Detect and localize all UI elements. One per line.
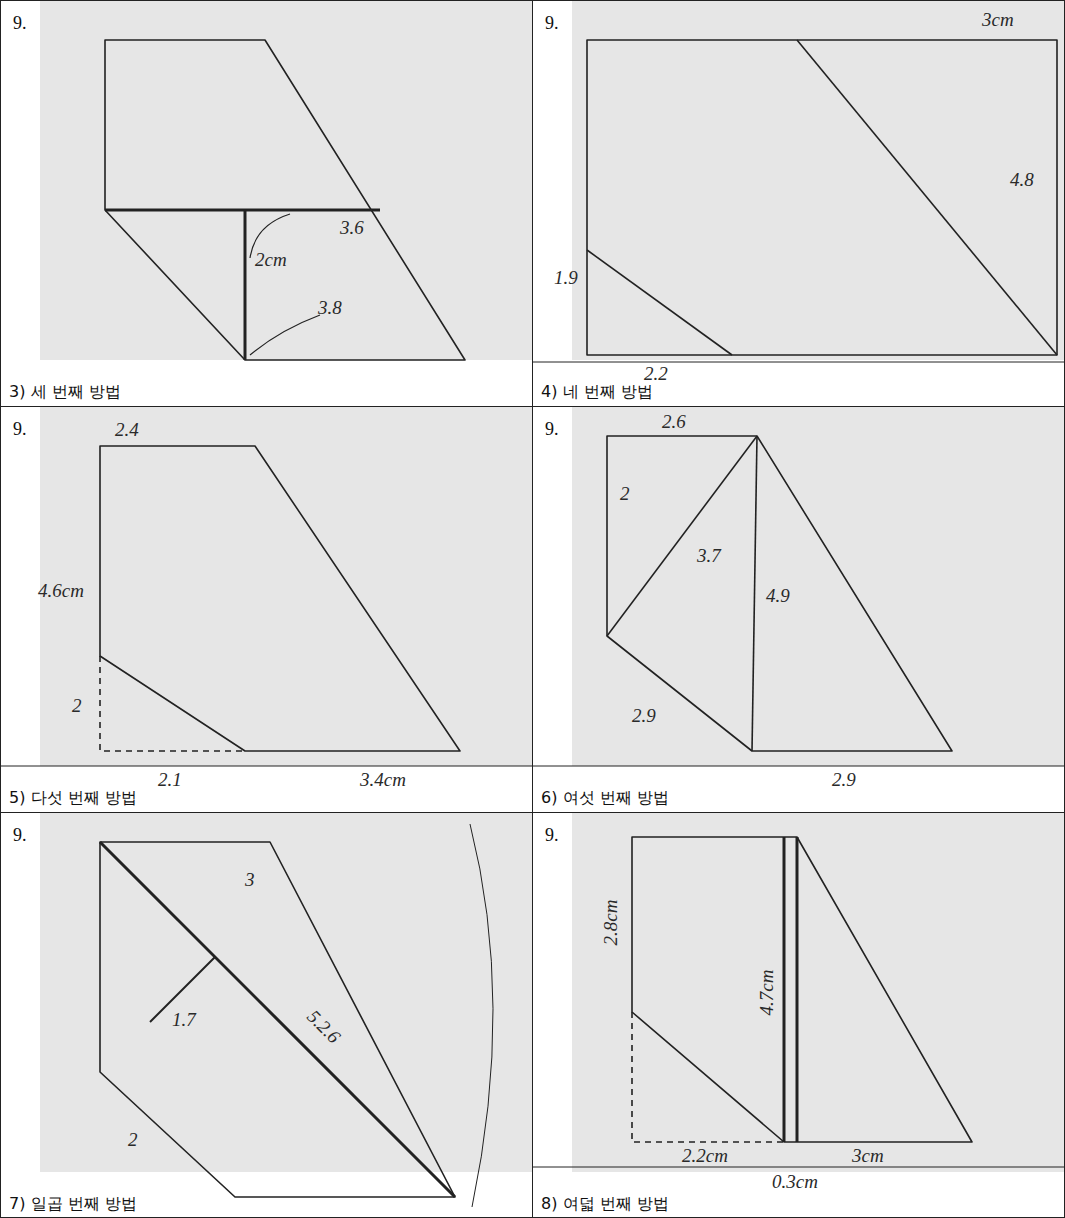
dimension-label: 4.6cm [38,581,84,600]
dimension-label: 2.1 [158,770,182,789]
dimension-label: 1.7 [172,1010,196,1029]
dimension-label: 2.9 [832,770,856,789]
dimension-label: 4.8 [1010,170,1034,189]
dimension-label: 2.4 [115,420,139,439]
dimension-label: 4.9 [766,586,790,605]
problem-number: 9. [13,825,27,846]
dimension-label: 2.8cm [601,900,620,946]
dimension-label: 2 [128,1130,138,1149]
problem-number: 9. [13,419,27,440]
dimension-label: 3.7 [697,546,721,565]
dimension-label: 5.2.6 [304,1006,344,1046]
problem-number: 9. [545,419,559,440]
method-panel: 9. 8) 여덟 번째 방법 [532,812,1065,1218]
dimension-label: 2.2 [644,364,668,383]
problem-number: 9. [13,13,27,34]
problem-number: 9. [545,13,559,34]
method-caption: 7) 일곱 번째 방법 [9,1195,137,1213]
method-caption: 4) 네 번째 방법 [541,383,653,401]
problem-number: 9. [545,825,559,846]
method-panel: 9. 6) 여섯 번째 방법 [532,406,1065,813]
method-panel: 9. 7) 일곱 번째 방법 [0,812,533,1218]
method-caption: 6) 여섯 번째 방법 [541,789,669,807]
dimension-label: 3.4cm [360,770,406,789]
dimension-label: 2 [72,696,82,715]
method-caption: 5) 다섯 번째 방법 [9,789,137,807]
dimension-label: 2.9 [632,706,656,725]
dimension-label: 2cm [255,250,287,269]
method-caption: 3) 세 번째 방법 [9,383,121,401]
dimension-label: 2 [620,484,630,503]
dimension-label: 3cm [982,10,1014,29]
dimension-label: 0.3cm [772,1172,818,1191]
dimension-label: 3 [245,870,255,889]
dimension-label: 2.2cm [682,1146,728,1165]
method-panel: 9. 5) 다섯 번째 방법 [0,406,533,813]
dimension-label: 4.7cm [757,970,776,1016]
dimension-label: 3.8 [318,298,342,317]
method-panel: 9. 4) 네 번째 방법 [532,0,1065,407]
method-panel: 9. 3) 세 번째 방법 [0,0,533,407]
method-caption: 8) 여덟 번째 방법 [541,1195,669,1213]
dimension-label: 3.6 [340,218,364,237]
dimension-label: 2.6 [662,412,686,431]
dimension-label: 1.9 [554,268,578,287]
dimension-label: 3cm [852,1146,884,1165]
